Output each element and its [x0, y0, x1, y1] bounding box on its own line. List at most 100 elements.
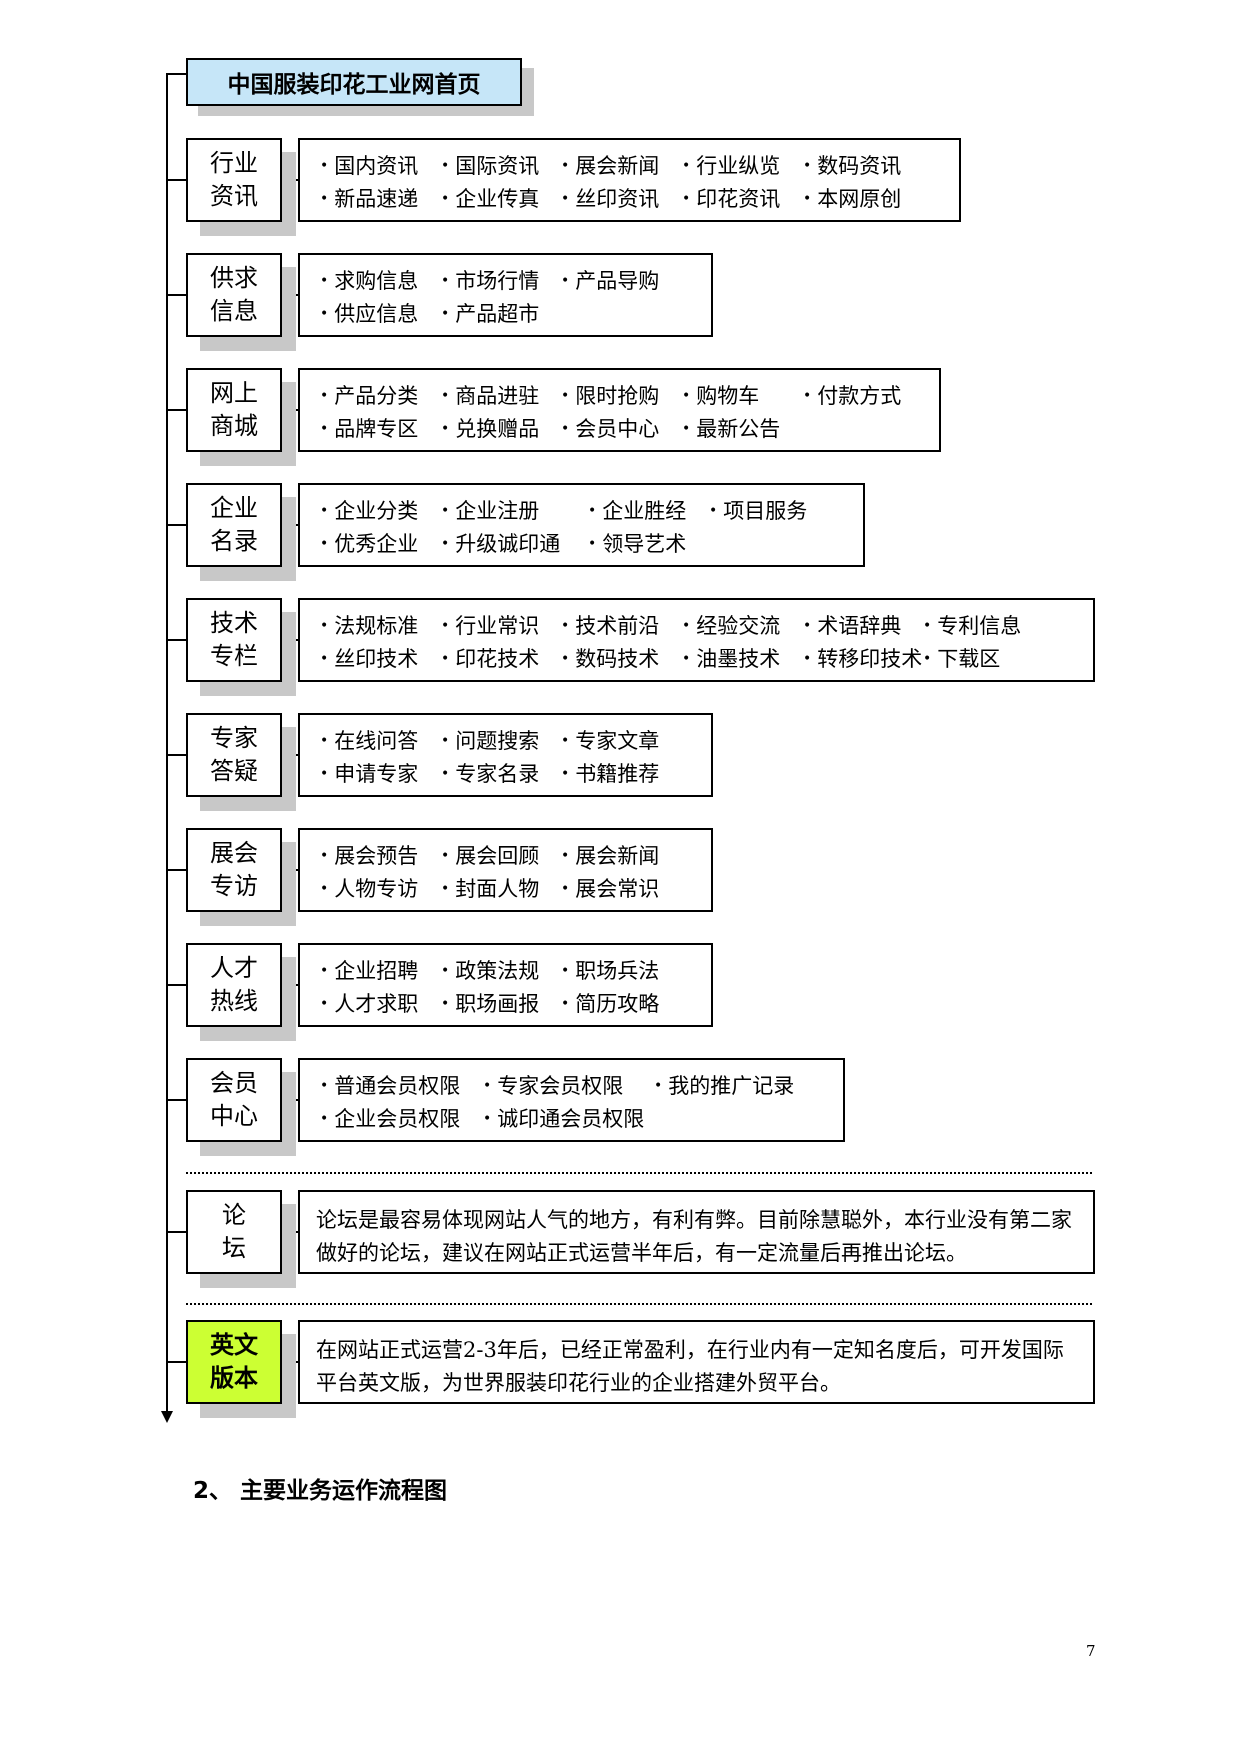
section-items-5: •在线问答•问题搜索•专家文章•申请专家•专家名录•书籍推荐 — [298, 713, 713, 797]
section-label-7: 人才热线 — [186, 943, 282, 1027]
item-text: 市场行情 — [455, 269, 540, 293]
list-item: •术语辞典 — [803, 610, 901, 640]
branch-tick — [168, 1099, 186, 1101]
section-label-0-line: 行业 — [210, 149, 258, 177]
home-title-box: 中国服装印花工业网首页 — [186, 58, 522, 106]
item-text: 普通会员权限 — [334, 1074, 461, 1098]
list-item: • 诚印通会员权限 — [483, 1103, 644, 1133]
list-item: • 优秀企业 — [320, 528, 418, 558]
item-text: 会员中心 — [575, 417, 660, 441]
separator-dotted-2 — [186, 1303, 1092, 1305]
item-text: 企业注册 — [455, 499, 540, 523]
bullet-icon: • — [561, 963, 570, 979]
list-item: •在线问答 — [320, 725, 418, 755]
bullet-icon: • — [320, 536, 329, 552]
item-text: 诚印通会员权限 — [497, 1107, 645, 1131]
bullet-icon: • — [320, 1111, 329, 1127]
branch-tick — [168, 179, 186, 181]
section-items-0: •国内资讯•国际资讯•展会新闻•行业纵览•数码资讯•新品速递•企业传真•丝印资讯… — [298, 138, 961, 222]
list-item: •本网原创 — [803, 183, 901, 213]
item-text: 求购信息 — [334, 269, 419, 293]
bullet-icon: • — [682, 158, 691, 174]
items-row: •企业招聘•政策法规•职场兵法 — [320, 955, 711, 988]
bullet-icon: • — [923, 651, 932, 667]
list-item: •简历攻略 — [561, 988, 659, 1018]
item-text: 书籍推荐 — [575, 762, 660, 786]
item-text: 付款方式 — [817, 384, 902, 408]
bullet-icon: • — [803, 191, 812, 207]
list-item: •项目服务 — [709, 495, 807, 525]
bullet-icon: • — [320, 421, 329, 437]
bullet-icon: • — [803, 388, 812, 404]
bullet-icon: • — [320, 996, 329, 1012]
section-label-1: 供求信息 — [186, 253, 282, 337]
section-label-3-line: 企业 — [210, 494, 258, 522]
bullet-icon: • — [561, 766, 570, 782]
item-text: 企业传真 — [455, 187, 540, 211]
item-text: 企业招聘 — [334, 959, 419, 983]
bullet-icon: • — [561, 733, 570, 749]
item-text: 供应信息 — [334, 302, 419, 326]
item-text: 国内资讯 — [334, 154, 419, 178]
bullet-icon: • — [441, 306, 450, 322]
section-label-8-line: 会员 — [210, 1069, 258, 1097]
bullet-icon: • — [320, 733, 329, 749]
bullet-icon: • — [588, 503, 597, 519]
list-item: •申请专家 — [320, 758, 418, 788]
list-item: •国际资讯 — [441, 150, 539, 180]
bullet-icon: • — [441, 536, 450, 552]
item-text: 专家名录 — [455, 762, 540, 786]
list-item: •人物专访 — [320, 873, 418, 903]
item-text: 优秀企业 — [334, 532, 419, 556]
items-row: •法规标准•行业常识•技术前沿•经验交流•术语辞典•专利信息 — [320, 610, 1093, 643]
bullet-icon: • — [320, 273, 329, 289]
item-text: 申请专家 — [334, 762, 419, 786]
english-label: 英文版本 — [186, 1320, 282, 1404]
items-row: • 求购信息 • 市场行情 •产品导购 — [320, 265, 711, 298]
bullet-icon: • — [561, 421, 570, 437]
branch-tick — [168, 869, 186, 871]
section-items-3: •企业分类•企业注册•企业胜经•项目服务•优秀企业•升级诚印通•领导艺术 — [298, 483, 865, 567]
list-item: •商品进驻 — [441, 380, 539, 410]
section-heading: 2、 主要业务运作流程图 — [193, 1478, 448, 1504]
bullet-icon: • — [441, 766, 450, 782]
items-row: •展会预告•展会回顾•展会新闻 — [320, 840, 711, 873]
english-description-box: 在网站正式运营2-3年后，已经正常盈利，在行业内有一定知名度后，可开发国际平台英… — [298, 1320, 1095, 1404]
list-item: •升级诚印通 — [441, 528, 560, 558]
item-text: 封面人物 — [455, 877, 540, 901]
item-text: 企业分类 — [334, 499, 419, 523]
section-label-8: 会员中心 — [186, 1058, 282, 1142]
bullet-icon: • — [483, 1111, 492, 1127]
section-label-6-line: 展会 — [210, 839, 258, 867]
list-item: •我的推广记录 — [654, 1070, 794, 1100]
list-item: •企业胜经 — [588, 495, 686, 525]
bullet-icon: • — [441, 963, 450, 979]
section-label-5: 专家答疑 — [186, 713, 282, 797]
list-item: •产品导购 — [561, 265, 659, 295]
section-label-1-line: 信息 — [210, 297, 258, 325]
bullet-icon: • — [320, 651, 329, 667]
branch-tick — [168, 524, 186, 526]
list-item: •企业招聘 — [320, 955, 418, 985]
forum-label: 论坛 — [186, 1190, 282, 1274]
item-text: 丝印资讯 — [575, 187, 660, 211]
bullet-icon: • — [320, 503, 329, 519]
list-item: •企业传真 — [441, 183, 539, 213]
branch-tick — [168, 1361, 186, 1363]
page-number: 7 — [1086, 1642, 1096, 1660]
list-item: •数码技术 — [561, 643, 659, 673]
bullet-icon: • — [561, 273, 570, 289]
bullet-icon: • — [441, 158, 450, 174]
bullet-icon: • — [320, 848, 329, 864]
list-item: •企业会员权限 — [320, 1103, 460, 1133]
bullet-icon: • — [441, 881, 450, 897]
item-text: 购物车 — [696, 384, 760, 408]
list-item: •展会常识 — [561, 873, 659, 903]
section-items-2: •产品分类•商品进驻•限时抢购•购物车•付款方式•品牌专区•兑换赠品•会员中心•… — [298, 368, 941, 452]
bullet-icon: • — [803, 618, 812, 634]
section-items-8: •普通会员权限•专家会员权限•我的推广记录•企业会员权限•诚印通会员权限 — [298, 1058, 845, 1142]
list-item: •转移印技术 — [803, 643, 922, 673]
home-title: 中国服装印花工业网首页 — [227, 72, 481, 98]
list-item: • 书籍推荐 — [561, 758, 659, 788]
item-text: 职场兵法 — [575, 959, 660, 983]
